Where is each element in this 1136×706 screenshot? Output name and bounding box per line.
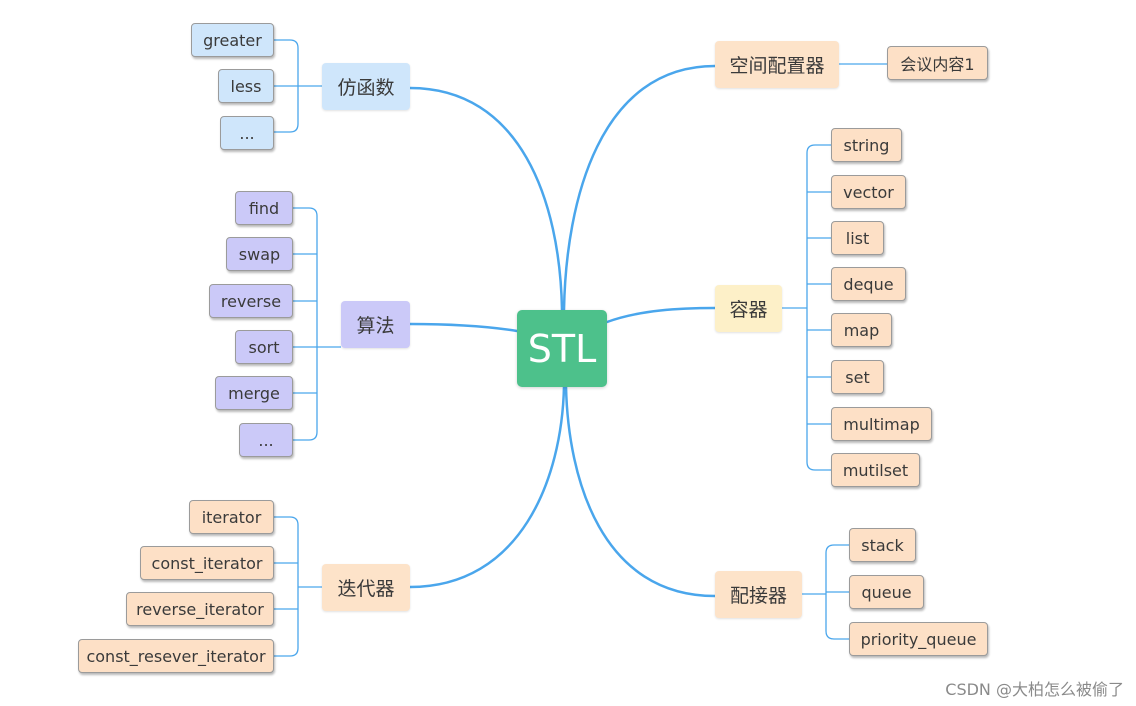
edge-root-functor (408, 86, 564, 312)
leaf-multimap[interactable]: multimap (831, 407, 932, 441)
bracket-algorithm (293, 207, 341, 441)
leaf-set[interactable]: set (831, 360, 884, 394)
leaf-deque[interactable]: deque (831, 267, 906, 301)
leaf-priority-queue[interactable]: priority_queue (849, 622, 988, 656)
leaf-greater[interactable]: greater (191, 23, 274, 57)
bracket-iterator (274, 516, 322, 657)
leaf-list[interactable]: list (831, 221, 884, 255)
leaf-functor-more[interactable]: ... (220, 116, 274, 150)
leaf-reverse[interactable]: reverse (209, 284, 293, 318)
branch-adapter[interactable]: 配接器 (715, 571, 802, 618)
bracket-adapter (802, 544, 849, 640)
leaf-const-iterator[interactable]: const_iterator (140, 546, 274, 580)
root-node-stl[interactable]: STL (517, 310, 607, 387)
leaf-sort[interactable]: sort (235, 330, 293, 364)
leaf-reverse-iterator[interactable]: reverse_iterator (126, 592, 274, 626)
leaf-vector[interactable]: vector (831, 175, 906, 209)
leaf-merge[interactable]: merge (215, 376, 293, 410)
leaf-const-resever-iterator[interactable]: const_resever_iterator (78, 639, 274, 673)
leaf-iterator[interactable]: iterator (189, 500, 274, 534)
branch-container[interactable]: 容器 (715, 285, 782, 332)
branch-iterator[interactable]: 迭代器 (322, 564, 410, 611)
bracket-container (782, 144, 831, 471)
leaf-mutilset[interactable]: mutilset (831, 453, 920, 487)
leaf-swap[interactable]: swap (226, 237, 293, 271)
leaf-map[interactable]: map (831, 313, 892, 347)
edge-root-adapter (564, 384, 717, 598)
leaf-queue[interactable]: queue (849, 575, 924, 609)
branch-functor[interactable]: 仿函数 (322, 63, 410, 110)
edge-root-allocator (562, 64, 717, 312)
leaf-stack[interactable]: stack (849, 528, 916, 562)
branch-allocator[interactable]: 空间配置器 (715, 41, 839, 88)
leaf-find[interactable]: find (235, 191, 293, 225)
edge-root-container (605, 306, 717, 324)
edge-root-iterator (408, 384, 566, 589)
leaf-less[interactable]: less (218, 69, 274, 103)
branch-algorithm[interactable]: 算法 (341, 301, 410, 348)
watermark-text: CSDN @大柏怎么被偷了 (945, 680, 1124, 699)
leaf-algorithm-more[interactable]: ... (239, 423, 293, 457)
bracket-functor (274, 39, 322, 133)
leaf-meeting-content[interactable]: 会议内容1 (887, 46, 988, 80)
edge-root-algorithm (408, 322, 519, 333)
leaf-string[interactable]: string (831, 128, 902, 162)
